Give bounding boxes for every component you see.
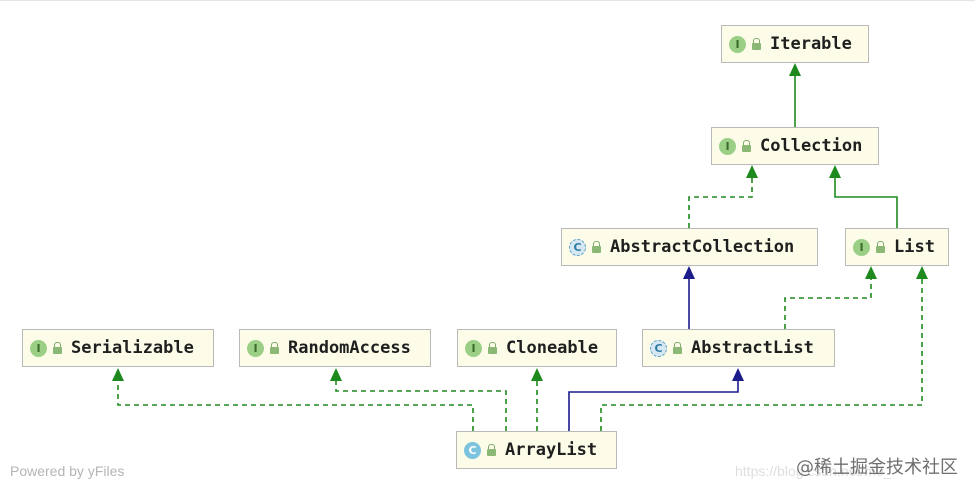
node-label: AbstractCollection <box>610 237 795 257</box>
interface-badge-icon: I <box>247 339 264 357</box>
node-list[interactable]: I List <box>845 228 949 266</box>
node-iterable[interactable]: I Iterable <box>721 25 869 63</box>
node-abstractlist[interactable]: C AbstractList <box>642 329 835 367</box>
edge-arraylist-to-cloneable <box>531 368 543 431</box>
edge-abstractlist-to-abstractcollection <box>683 266 695 329</box>
watermark-url: https://blog.csdn.net/m0_ <box>735 463 892 479</box>
abstract-class-badge-icon: C <box>650 339 667 357</box>
node-label: RandomAccess <box>288 338 411 358</box>
public-lock-icon <box>270 342 279 354</box>
interface-badge-icon: I <box>719 137 736 155</box>
public-lock-icon <box>53 342 62 354</box>
powered-by-footer: Powered by yFiles <box>10 463 125 479</box>
edge-collection-to-iterable <box>789 63 801 127</box>
node-label: AbstractList <box>691 338 814 358</box>
node-label: Serializable <box>71 338 194 358</box>
node-label: Cloneable <box>506 338 599 358</box>
class-badge-icon: C <box>464 441 481 459</box>
edge-arraylist-to-abstractlist <box>568 368 744 431</box>
public-lock-icon <box>487 444 496 456</box>
edge-arraylist-to-list <box>600 266 928 431</box>
node-label: Iterable <box>770 34 852 54</box>
node-label: List <box>894 237 935 257</box>
edge-abstractcollection-to-collection <box>688 165 758 228</box>
edge-arraylist-to-randomaccess <box>330 368 507 431</box>
watermark-brand: @稀土掘金技术社区 <box>796 457 958 478</box>
node-abstractcollection[interactable]: C AbstractCollection <box>561 228 818 266</box>
edge-arraylist-to-serializable <box>112 368 474 431</box>
node-label: Collection <box>760 136 863 156</box>
public-lock-icon <box>673 342 682 354</box>
node-cloneable[interactable]: I Cloneable <box>457 329 617 367</box>
abstract-class-badge-icon: C <box>569 238 586 256</box>
public-lock-icon <box>876 241 885 253</box>
interface-badge-icon: I <box>729 35 746 53</box>
public-lock-icon <box>752 38 761 50</box>
interface-badge-icon: I <box>30 339 47 357</box>
public-lock-icon <box>488 342 497 354</box>
node-collection[interactable]: I Collection <box>711 127 879 165</box>
edge-list-to-collection <box>829 165 898 228</box>
public-lock-icon <box>742 140 751 152</box>
interface-badge-icon: I <box>853 238 870 256</box>
public-lock-icon <box>592 241 601 253</box>
node-arraylist[interactable]: C ArrayList <box>456 431 617 469</box>
edge-abstractlist-to-list <box>784 266 877 329</box>
node-randomaccess[interactable]: I RandomAccess <box>239 329 431 367</box>
node-serializable[interactable]: I Serializable <box>22 329 214 367</box>
node-label: ArrayList <box>505 440 598 460</box>
interface-badge-icon: I <box>465 339 482 357</box>
